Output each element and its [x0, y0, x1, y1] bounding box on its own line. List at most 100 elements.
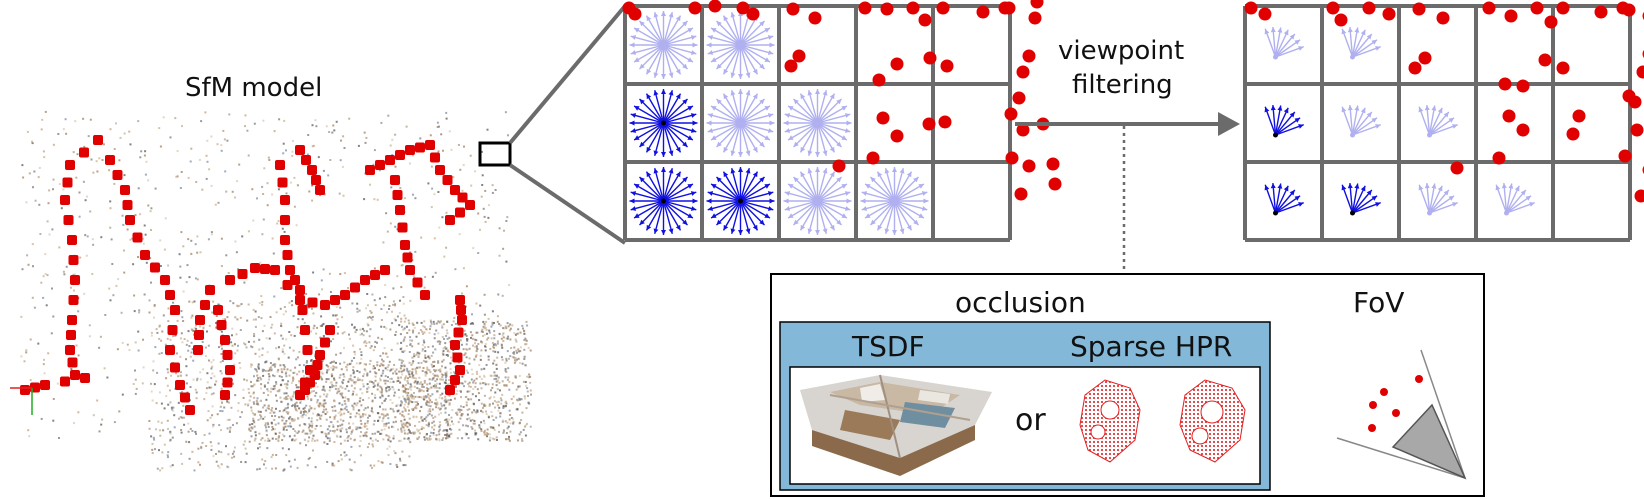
arrow-head [745, 90, 751, 96]
arrow-head [921, 191, 928, 196]
arrow-head [682, 99, 688, 105]
scene-point [918, 13, 932, 27]
view-direction-arrow [1428, 183, 1436, 214]
scene-point [922, 117, 936, 131]
arrow-head [653, 12, 659, 18]
sfm-model-title: SfM model [185, 73, 323, 103]
arrow-head [769, 198, 775, 204]
view-direction-arrow [894, 200, 928, 211]
arrow-head [687, 106, 693, 111]
scene-point [1022, 49, 1036, 63]
arrow-head [634, 213, 640, 218]
arrow-head [661, 230, 666, 235]
arrow-head [690, 206, 697, 211]
sfm-camera-markers [10, 135, 475, 415]
camera-marker [455, 365, 465, 375]
view-direction-arrow [740, 20, 765, 46]
scene-point [708, 0, 722, 13]
arrow-head [899, 228, 905, 234]
arrow-head [716, 63, 722, 69]
fov-illustration [1336, 349, 1467, 480]
camera-marker [165, 345, 175, 355]
arrow-head [634, 135, 640, 140]
filter-label-line2: filtering [1072, 70, 1173, 100]
arrow-head [800, 171, 806, 178]
camera-marker [65, 345, 75, 355]
arrow-head [723, 171, 729, 178]
arrow-head [711, 135, 717, 140]
view-direction-arrow [784, 122, 818, 133]
camera-marker [185, 405, 195, 415]
view-direction-arrow [707, 44, 741, 55]
arrow-head [1443, 112, 1449, 118]
view-direction-arrow [793, 98, 818, 124]
camera-marker [277, 177, 288, 188]
scene-point [1258, 7, 1272, 21]
view-direction-arrow [876, 171, 896, 202]
view-direction-arrow [630, 122, 664, 133]
camera-marker [311, 175, 321, 185]
camera-marker [79, 147, 89, 158]
view-direction-arrow [654, 90, 665, 124]
camera-marker [315, 350, 325, 360]
arrow-head [723, 15, 729, 22]
view-direction-arrow [894, 200, 919, 226]
arrow-head [711, 184, 717, 189]
scene-point [746, 7, 760, 21]
camera-marker [60, 376, 70, 387]
arrow-head [668, 150, 674, 156]
view-direction-arrow [864, 200, 895, 219]
view-direction-arrow [817, 176, 842, 202]
arrow-head [675, 224, 681, 231]
view-direction-arrow [716, 20, 741, 46]
camera-marker [445, 385, 455, 395]
arrow-head [1443, 190, 1449, 196]
view-direction-arrow [793, 122, 818, 148]
scene-point [876, 111, 890, 125]
view-direction-arrow [1351, 105, 1359, 136]
scene-point [906, 1, 920, 15]
scene-point [1634, 189, 1644, 203]
arrow-head [690, 50, 697, 55]
view-direction-arrow [876, 200, 896, 231]
zoom-box [478, 141, 512, 167]
view-direction-arrow [740, 200, 774, 211]
arrow-head [860, 198, 866, 204]
arrow-head [767, 191, 774, 196]
camera-marker [360, 275, 370, 285]
view-direction-arrow [662, 200, 673, 234]
arrow-head [841, 213, 847, 218]
scene-point [1362, 1, 1376, 15]
arrow-head [767, 113, 774, 118]
arrow-head [1431, 183, 1437, 189]
view-direction-arrow [808, 90, 819, 124]
view-direction-arrow [740, 113, 774, 124]
scene-point [736, 1, 750, 15]
filtered-view-fan [1495, 183, 1535, 216]
arrow-head [829, 93, 835, 100]
camera-marker [180, 392, 190, 403]
camera-marker [275, 160, 285, 170]
camera-marker [150, 262, 160, 273]
hpr-shape-2 [1179, 379, 1246, 463]
view-direction-arrow [663, 20, 688, 46]
arrow-head [865, 213, 871, 218]
arrow-head [784, 113, 791, 118]
arrow-head [675, 93, 681, 100]
camera-marker [170, 362, 180, 373]
camera-marker [453, 327, 464, 338]
arrow-head [807, 228, 813, 234]
view-direction-arrow [739, 44, 759, 75]
camera-marker [237, 269, 248, 279]
view-direction-arrow [662, 168, 673, 202]
arrow-head [788, 106, 794, 111]
camera-marker [405, 145, 415, 155]
arrow-head [877, 171, 883, 178]
arrow-head [815, 89, 820, 94]
arrow-head [815, 167, 820, 172]
view-direction-arrow [716, 200, 741, 226]
arrow-head [687, 184, 693, 189]
view-direction-arrow [710, 183, 741, 202]
camera-marker [302, 345, 313, 355]
scene-point [1498, 77, 1512, 91]
